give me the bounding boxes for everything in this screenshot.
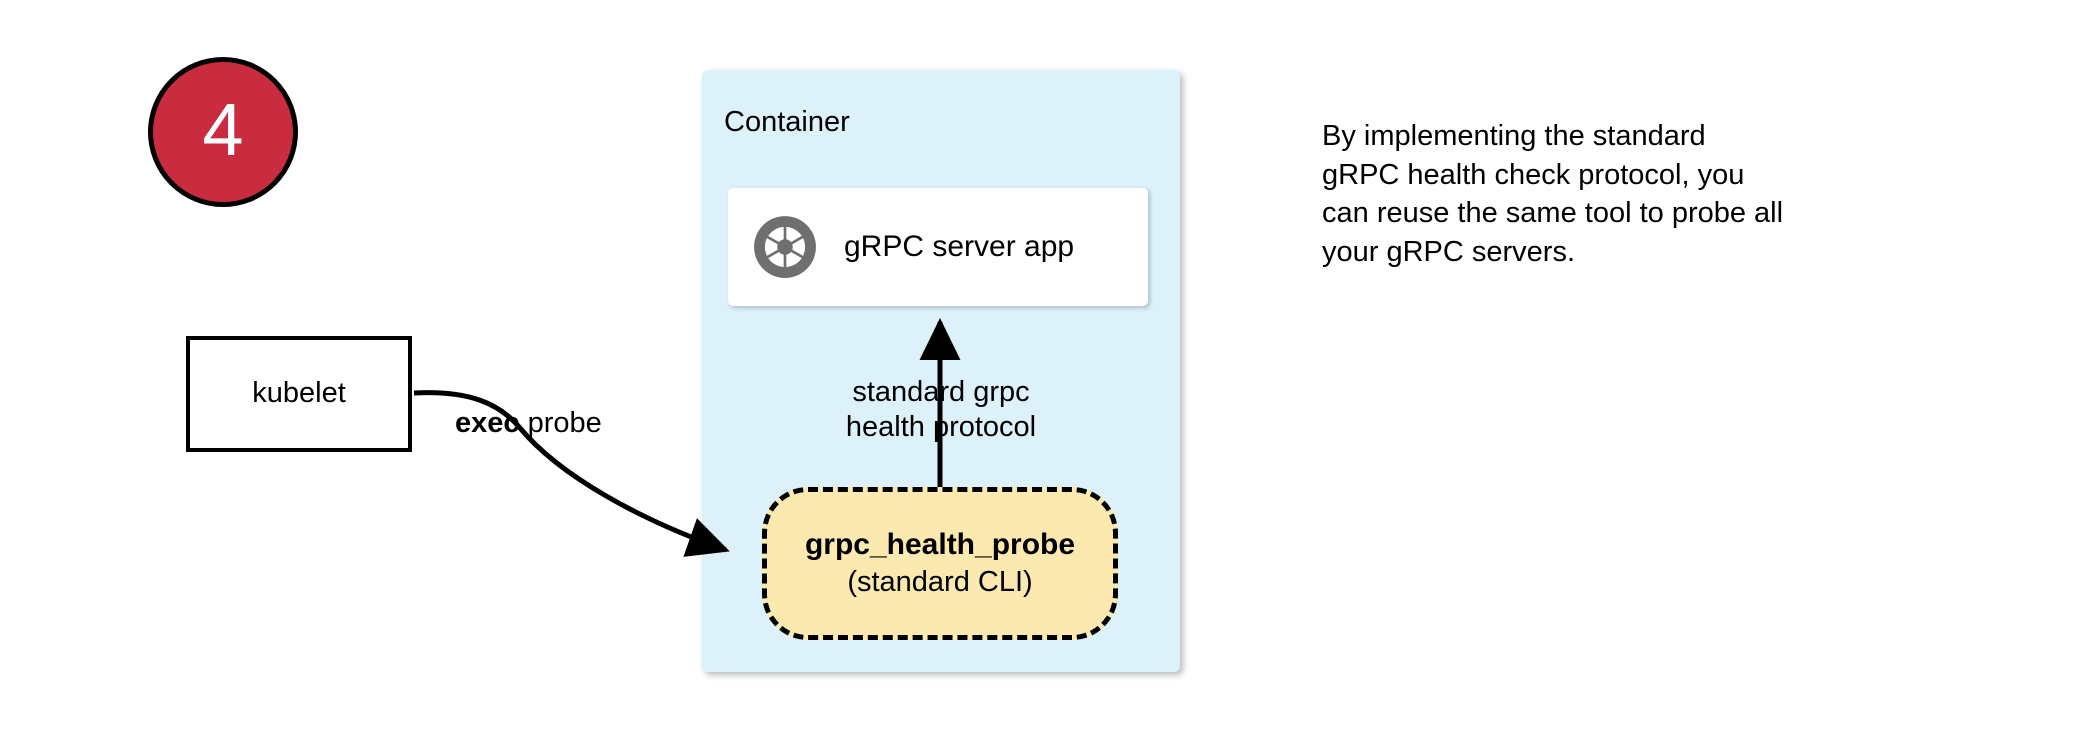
grpc-health-probe-title: grpc_health_probe (804, 528, 1076, 562)
kubelet-node: kubelet (186, 336, 412, 452)
explanation-note-line2: gRPC health check protocol, you (1322, 158, 1745, 191)
grpc-server-app-card: gRPC server app (728, 188, 1148, 306)
exec-probe-suffix: probe (519, 407, 602, 439)
container-title: Container (724, 106, 850, 138)
grpc-health-probe-node: grpc_health_probe (standard CLI) (762, 487, 1118, 640)
explanation-note: By implementing the standard gRPC health… (1322, 117, 1922, 271)
aperture-icon (754, 216, 816, 278)
grpc-server-app-label: gRPC server app (844, 229, 1075, 263)
kubelet-node-label: kubelet (252, 377, 346, 410)
health-protocol-label-line2: health protocol (845, 411, 1037, 444)
explanation-note-line4: your gRPC servers. (1322, 235, 1576, 268)
health-protocol-label: standard grpc health protocol (702, 375, 1180, 446)
explanation-note-line1: By implementing the standard (1322, 120, 1706, 152)
step-number-label: 4 (202, 88, 244, 171)
step-number-badge: 4 (148, 57, 298, 207)
exec-probe-keyword: exec (455, 407, 520, 439)
grpc-health-probe-subtitle: (standard CLI) (847, 566, 1033, 599)
explanation-note-line3: can reuse the same tool to probe all (1322, 197, 1784, 230)
exec-probe-label: exec probe (455, 407, 602, 440)
health-protocol-label-line1: standard grpc (852, 376, 1030, 408)
